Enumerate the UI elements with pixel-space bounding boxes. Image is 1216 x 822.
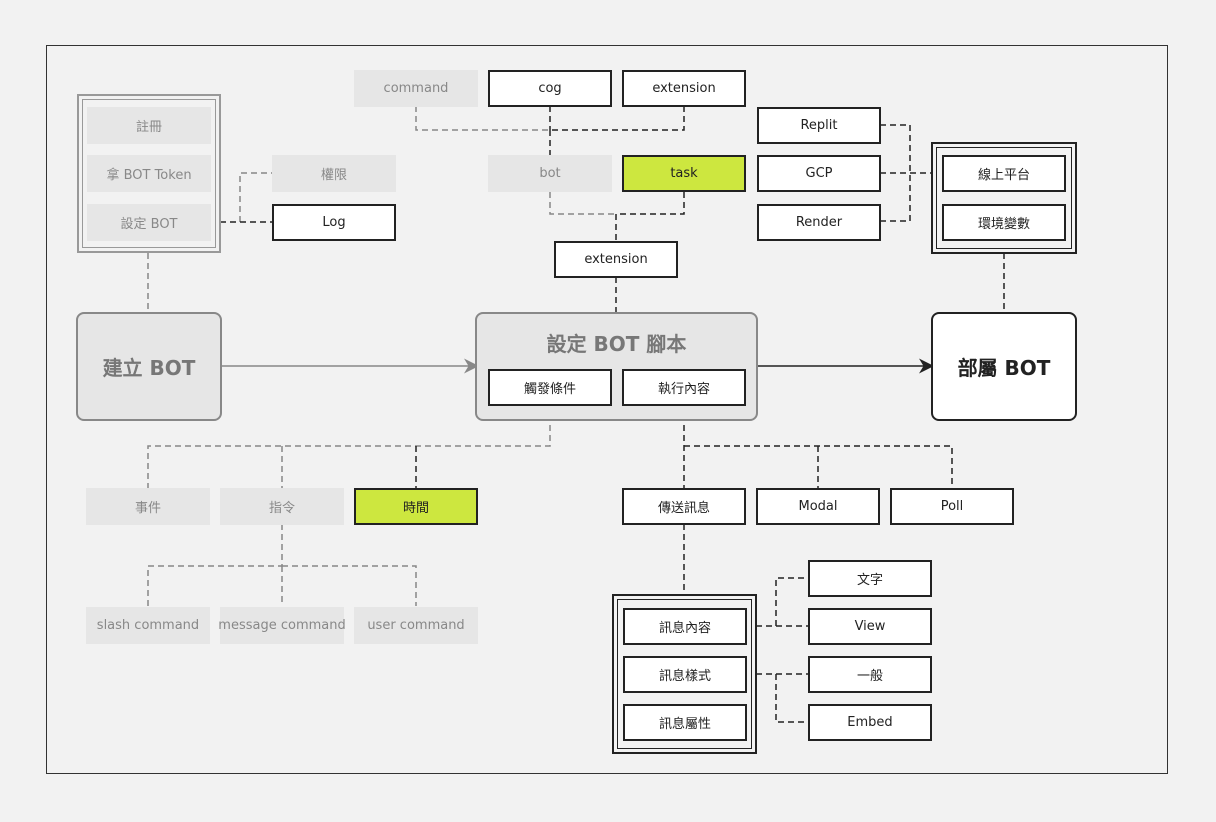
link-command-types (147, 524, 417, 606)
render-node: Render (757, 204, 881, 241)
link-style-embed (746, 673, 808, 723)
message-content-node: 訊息內容 (623, 608, 747, 645)
permission-node: 權限 (272, 155, 396, 192)
replit-node: Replit (757, 107, 881, 144)
platform-node: 線上平台 (942, 155, 1066, 192)
link-trigger-split (147, 405, 551, 488)
link-command (415, 106, 550, 131)
execute-node: 執行內容 (622, 369, 746, 406)
gcp-node: GCP (757, 155, 881, 192)
message-command-node: message command (218, 607, 346, 644)
bot-node: bot (488, 155, 612, 192)
event-node: 事件 (86, 488, 210, 525)
trigger-node: 觸發條件 (488, 369, 612, 406)
link-permission (239, 172, 272, 222)
send-message-node: 傳送訊息 (622, 488, 746, 525)
message-attribute-node: 訊息屬性 (623, 704, 747, 741)
create-bot-node: 建立 BOT (76, 312, 222, 421)
extension-mid-node: extension (554, 241, 678, 278)
configure-step: 設定 BOT (87, 204, 211, 241)
extension-top-node: extension (622, 70, 746, 107)
link-extension-top (550, 106, 685, 131)
embed-node: Embed (808, 704, 932, 741)
deploy-bot-node: 部屬 BOT (931, 312, 1077, 421)
token-step: 拿 BOT Token (87, 155, 211, 192)
env-node: 環境變數 (942, 204, 1066, 241)
text-node: 文字 (808, 560, 932, 597)
cog-node: cog (488, 70, 612, 107)
poll-node: Poll (890, 488, 1014, 525)
link-task (615, 192, 685, 241)
register-step: 註冊 (87, 107, 211, 144)
command-trigger-node: 指令 (220, 488, 344, 525)
slash-command-node: slash command (86, 607, 210, 644)
time-node: 時間 (354, 488, 478, 525)
modal-node: Modal (756, 488, 880, 525)
message-style-node: 訊息樣式 (623, 656, 747, 693)
view-node: View (808, 608, 932, 645)
link-content-view (746, 577, 808, 627)
script-title: 設定 BOT 腳本 (546, 332, 687, 356)
task-node: task (622, 155, 746, 192)
normal-node: 一般 (808, 656, 932, 693)
link-bot (549, 192, 616, 215)
user-command-node: user command (354, 607, 478, 644)
log-node: Log (272, 204, 396, 241)
command-node: command (354, 70, 478, 107)
